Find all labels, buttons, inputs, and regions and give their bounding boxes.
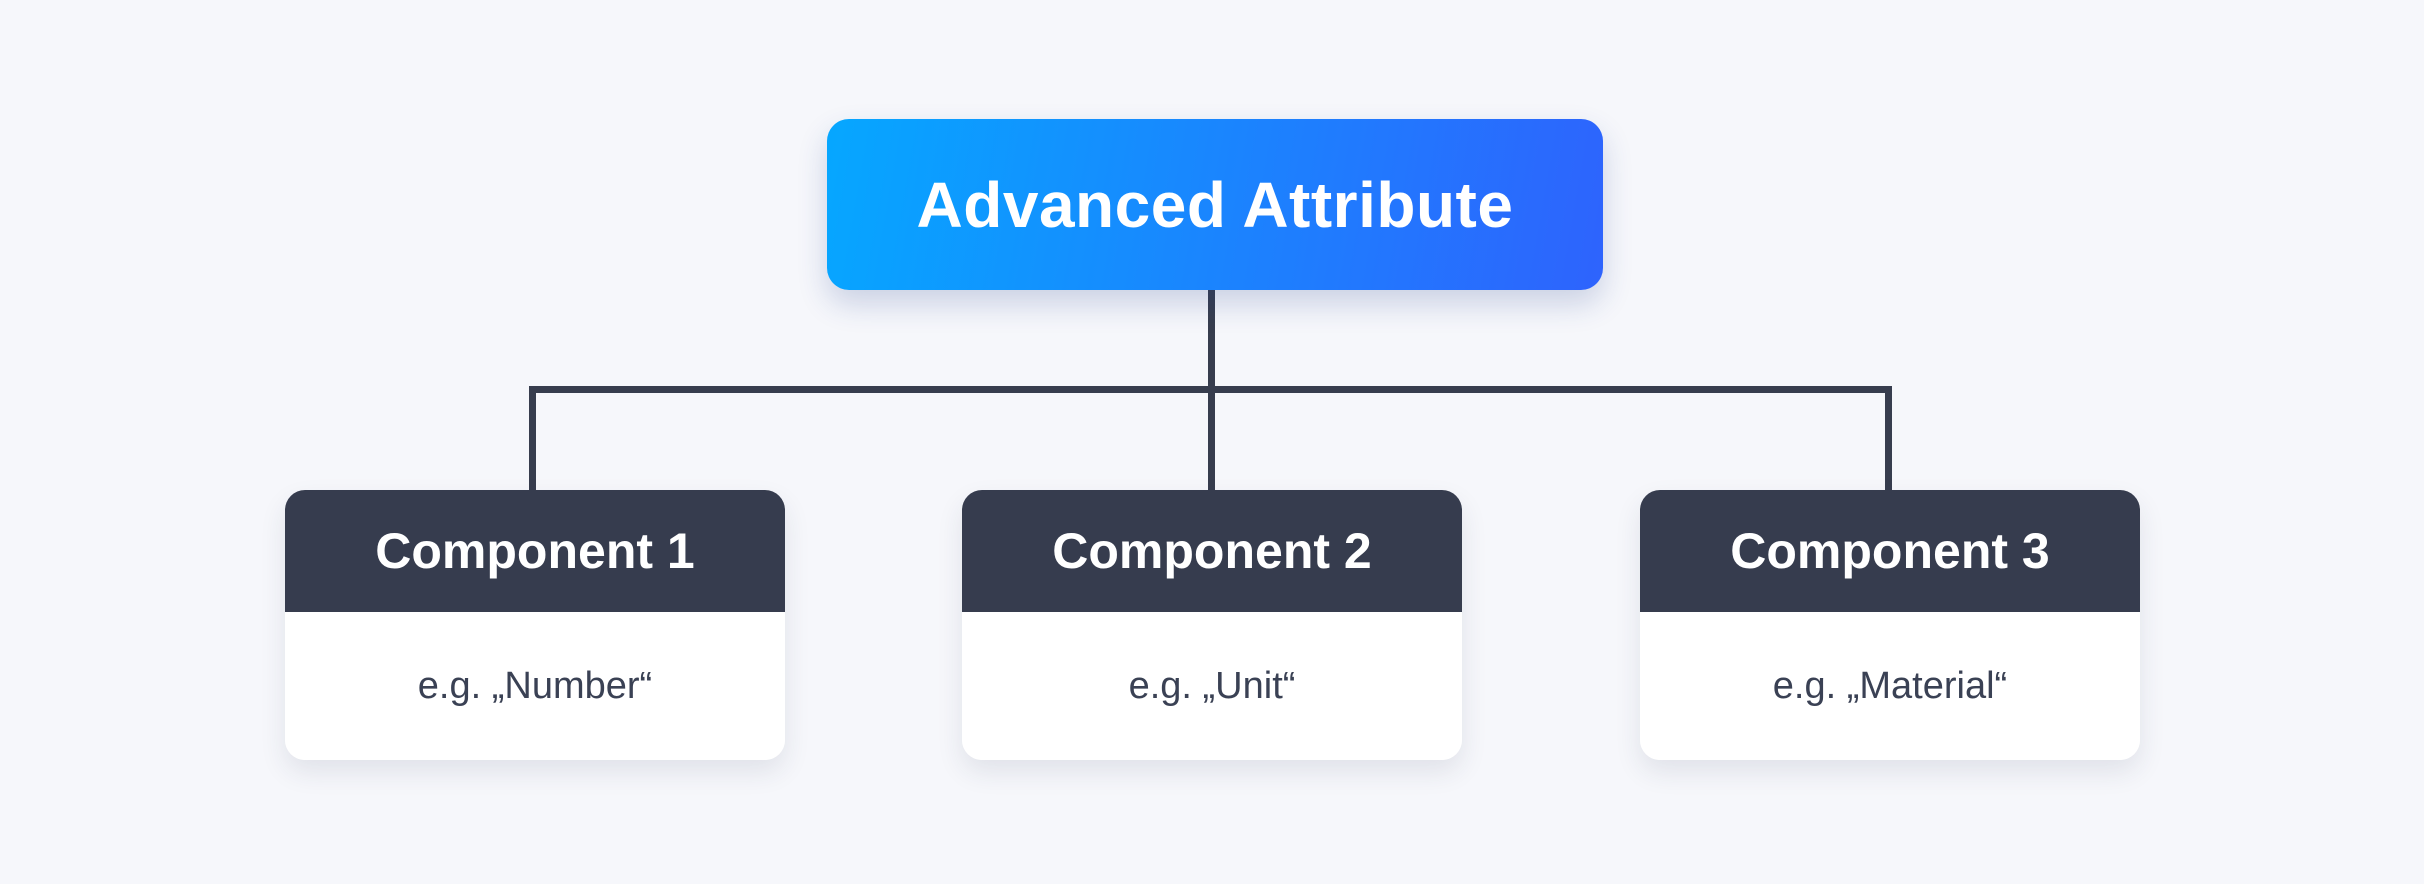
component-3-example: e.g. „Material“: [1772, 664, 2008, 707]
component-1-title: Component 1: [375, 523, 695, 579]
component-2-example: e.g. „Unit“: [1128, 664, 1296, 707]
root-node-advanced-attribute: Advanced Attribute: [827, 119, 1603, 290]
component-1-body: e.g. „Number“: [285, 612, 785, 760]
component-2-body: e.g. „Unit“: [962, 612, 1462, 760]
component-card-3: Component 3 e.g. „Material“: [1640, 490, 2140, 760]
connector-right-drop: [1885, 386, 1892, 494]
connector-branch-horizontal: [529, 386, 1892, 393]
component-3-body: e.g. „Material“: [1640, 612, 2140, 760]
root-node-label: Advanced Attribute: [916, 168, 1514, 241]
component-2-header: Component 2: [962, 490, 1462, 612]
component-2-title: Component 2: [1052, 523, 1372, 579]
connector-left-drop: [529, 386, 536, 494]
component-3-header: Component 3: [1640, 490, 2140, 612]
component-1-example: e.g. „Number“: [417, 664, 653, 707]
component-3-title: Component 3: [1730, 523, 2050, 579]
component-1-header: Component 1: [285, 490, 785, 612]
component-card-1: Component 1 e.g. „Number“: [285, 490, 785, 760]
component-card-2: Component 2 e.g. „Unit“: [962, 490, 1462, 760]
